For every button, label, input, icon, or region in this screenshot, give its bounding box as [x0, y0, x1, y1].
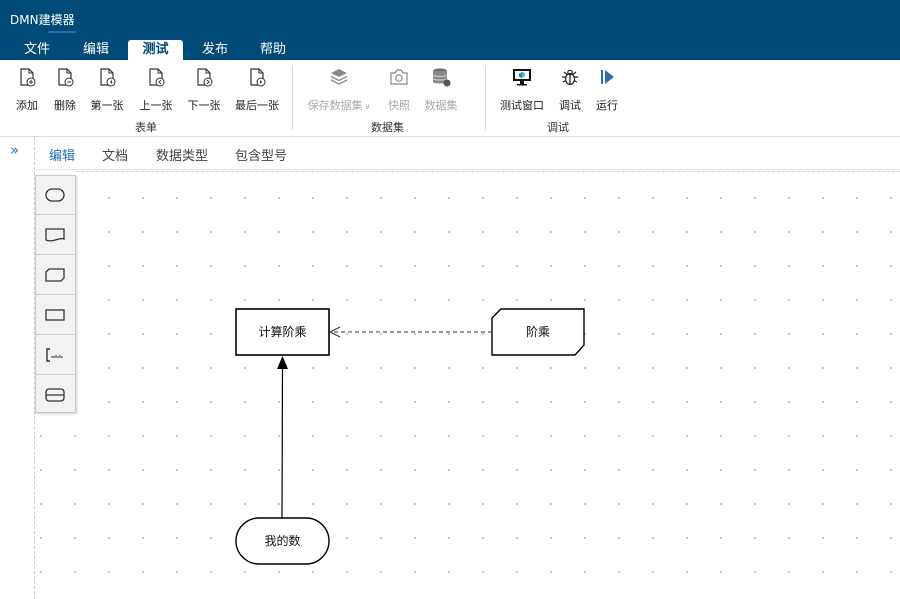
form-group-label: 表单 — [135, 121, 157, 134]
snapshot-label: 快照 — [388, 99, 410, 112]
last-form-icon — [250, 68, 266, 87]
bug-icon — [562, 69, 578, 86]
decision-service-shape-icon — [45, 388, 65, 402]
shape-palette — [35, 175, 76, 413]
tab-documentation[interactable]: 文档 — [102, 149, 129, 164]
play-icon — [601, 70, 614, 84]
editor-tabs: 编辑 文档 数据类型 包含型号 — [36, 137, 900, 170]
add-form-label: 添加 — [16, 99, 38, 112]
palette-decision[interactable] — [36, 176, 75, 215]
delete-form-label: 删除 — [54, 99, 76, 112]
test-window-label: 测试窗口 — [500, 99, 544, 112]
ribbon-separator — [292, 66, 293, 130]
tab-included-models[interactable]: 包含型号 — [235, 149, 288, 164]
active-tab-indicator — [48, 31, 76, 33]
tab-edit[interactable]: 编辑 — [49, 149, 76, 164]
last-form-label: 最后一张 — [235, 99, 279, 112]
palette-business-knowledge[interactable] — [36, 256, 75, 295]
add-form-button[interactable]: 添加 — [12, 64, 42, 112]
knowledge-source-shape-icon — [45, 309, 65, 321]
first-form-icon — [100, 68, 116, 87]
next-form-icon — [197, 68, 213, 87]
decision-shape-icon — [45, 188, 65, 202]
palette-knowledge-source[interactable] — [36, 296, 75, 335]
left-panel-gutter — [0, 137, 35, 599]
database-icon — [432, 68, 451, 87]
app-title: DMN建模器 — [10, 13, 75, 27]
camera-icon — [390, 69, 408, 85]
menu-edit[interactable]: 编辑 — [82, 42, 109, 57]
test-window-button[interactable]: 测试窗口 — [498, 64, 546, 112]
palette-input-data[interactable] — [36, 216, 75, 255]
business-knowledge-shape-icon — [45, 268, 65, 282]
previous-form-label: 上一张 — [139, 99, 173, 112]
chevron-down-icon: ∨ — [364, 102, 371, 111]
palette-text-annotation[interactable] — [36, 336, 75, 375]
title-bar: DMN建模器 — [0, 0, 900, 38]
diagram-canvas[interactable] — [36, 171, 900, 599]
ribbon-toolbar: 添加 删除 第一张 上一张 — [0, 60, 900, 137]
monitor-icon — [513, 69, 531, 86]
dataset-group-label: 数据集 — [371, 121, 404, 134]
snapshot-button[interactable]: 快照 — [385, 64, 413, 112]
dataset-button[interactable]: 数据集 — [422, 64, 460, 112]
text-annotation-shape-icon — [46, 348, 63, 362]
palette-decision-service[interactable] — [36, 376, 75, 415]
last-form-button[interactable]: 最后一张 — [233, 64, 281, 112]
delete-form-icon — [58, 68, 74, 87]
menu-test[interactable]: 测试 — [128, 40, 183, 60]
ribbon-separator — [485, 66, 486, 130]
run-label: 运行 — [596, 99, 618, 112]
first-form-button[interactable]: 第一张 — [87, 64, 127, 112]
double-chevron-right-icon[interactable]: » — [10, 141, 20, 159]
run-button[interactable]: 运行 — [593, 64, 621, 112]
menu-publish[interactable]: 发布 — [201, 42, 228, 57]
decision-node-label: 计算阶乘 — [258, 325, 307, 339]
debug-group-label: 调试 — [547, 121, 569, 134]
next-form-label: 下一张 — [187, 99, 221, 112]
add-form-icon — [20, 68, 36, 87]
next-form-button[interactable]: 下一张 — [184, 64, 224, 112]
previous-form-button[interactable]: 上一张 — [136, 64, 176, 112]
debug-button[interactable]: 调试 — [556, 64, 584, 112]
save-dataset-text: 保存数据集 — [307, 99, 363, 112]
save-dataset-button[interactable]: 保存数据集∨ — [306, 64, 372, 112]
canvas-border — [76, 171, 900, 172]
dataset-label: 数据集 — [424, 99, 458, 112]
menu-bar: 文件 编辑 测试 发布 帮助 — [0, 38, 900, 60]
input-data-node-label: 我的数 — [264, 534, 301, 548]
previous-form-icon — [149, 68, 165, 87]
business-knowledge-node-label: 阶乘 — [525, 325, 550, 339]
menu-file[interactable]: 文件 — [23, 42, 50, 57]
menu-help[interactable]: 帮助 — [259, 42, 286, 57]
debug-label: 调试 — [559, 99, 581, 112]
tab-data-types[interactable]: 数据类型 — [156, 149, 209, 164]
save-dataset-label: 保存数据集∨ — [306, 97, 372, 113]
input-data-shape-icon — [45, 228, 65, 242]
first-form-label: 第一张 — [90, 99, 124, 112]
layers-icon — [330, 69, 348, 85]
delete-form-button[interactable]: 删除 — [50, 64, 80, 112]
